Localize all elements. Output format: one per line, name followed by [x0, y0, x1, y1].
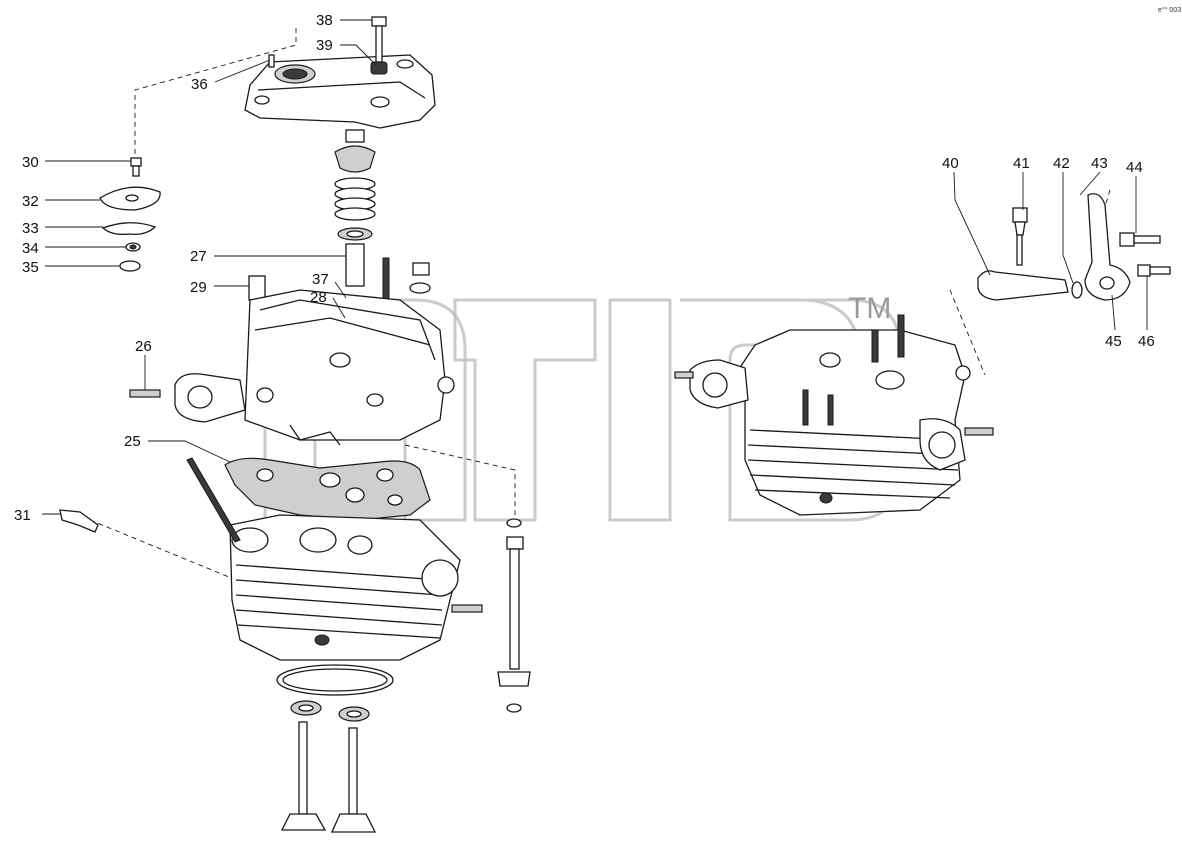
- push-rod-tube: [497, 518, 531, 713]
- callout-29: 29: [190, 279, 207, 296]
- callout-45: 45: [1105, 333, 1122, 350]
- callout-25: 25: [124, 433, 141, 450]
- callout-38: 38: [316, 12, 333, 29]
- callout-35: 35: [22, 259, 39, 276]
- watermark-tm: TM: [848, 292, 891, 325]
- assembled-cylinder-head: [674, 314, 994, 516]
- leader-lines: [42, 19, 1148, 515]
- callout-36: 36: [191, 76, 208, 93]
- callout-40: 40: [942, 155, 959, 172]
- cylinder-head: [186, 457, 483, 661]
- o-ring: [276, 664, 394, 696]
- corner-mark: e°° 003: [1158, 6, 1181, 14]
- callout-27: 27: [190, 248, 207, 265]
- callout-28: 28: [310, 289, 327, 306]
- callout-42: 42: [1053, 155, 1070, 172]
- valves: [280, 700, 377, 833]
- callout-34: 34: [22, 240, 39, 257]
- cover-bolt: [370, 16, 388, 75]
- callout-33: 33: [22, 220, 39, 237]
- callout-30: 30: [22, 154, 39, 171]
- callout-31: 31: [14, 507, 31, 524]
- adapter-fitting: [59, 509, 99, 533]
- callout-46: 46: [1138, 333, 1155, 350]
- assembly-guide-lines: [89, 28, 1111, 601]
- rocker-shaft-parts: [977, 193, 1171, 301]
- callout-44: 44: [1126, 159, 1143, 176]
- head-gasket: [224, 457, 431, 521]
- cover-plate-parts: [99, 157, 161, 272]
- callout-39: 39: [316, 37, 333, 54]
- rocker-cover: [244, 54, 436, 129]
- callout-41: 41: [1013, 155, 1030, 172]
- callout-43: 43: [1091, 155, 1108, 172]
- callout-32: 32: [22, 193, 39, 210]
- rocker-box: [129, 289, 455, 446]
- callout-37: 37: [312, 271, 329, 288]
- callout-26: 26: [135, 338, 152, 355]
- callout-labels: 38 39 36 30 32 33 34 35 27 29 37 28 26 2…: [14, 6, 1181, 524]
